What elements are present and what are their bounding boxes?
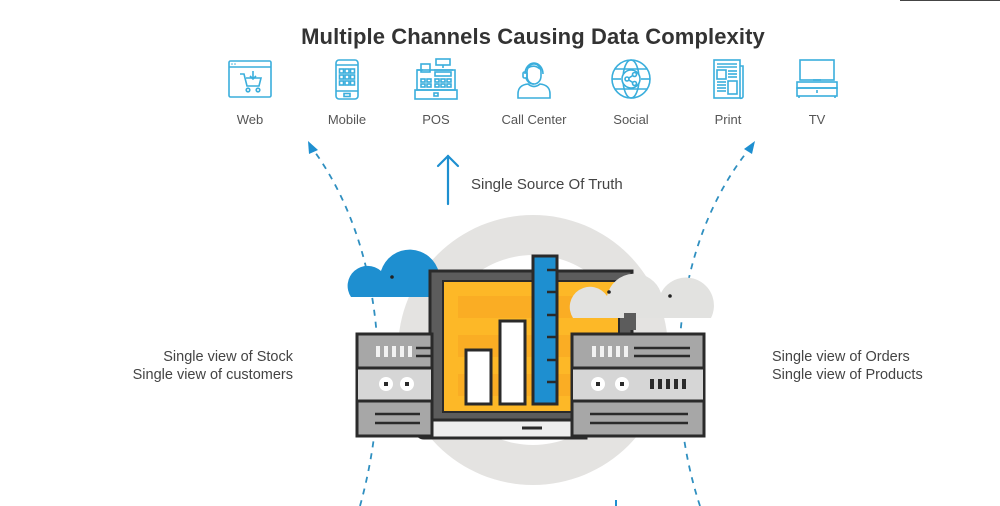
channel-pos: POS [391,58,481,127]
ruler-bar [531,254,559,406]
right-arrowhead [744,141,755,154]
channel-label: Print [714,112,742,127]
blue-cloud [347,249,454,297]
single-source-of-truth-label: Single Source Of Truth [471,176,623,193]
channel-print: Print [683,58,773,127]
mobile-phone-icon [335,59,359,100]
label-products: Single view of Products [772,367,923,383]
gray-cloud [569,273,714,330]
tv-icon [796,59,838,98]
headset-agent-icon [517,62,551,99]
share-globe-icon [611,59,651,99]
up-arrow [436,154,460,206]
web-cart-icon [228,60,272,98]
channel-call-center: Call Center [489,58,579,127]
right-server-rack [570,332,706,438]
left-arrowhead [308,141,318,154]
channel-mobile: Mobile [302,58,392,127]
dashed-arrows [311,147,751,506]
bar-tall [498,319,527,406]
channel-label: Web [236,112,264,127]
left-labels: Single view of Stock Single view of cust… [100,348,293,384]
left-dashed-arrow [311,147,380,506]
label-orders: Single view of Orders [772,349,910,365]
channel-label: Mobile [327,112,367,127]
channel-label: Social [613,112,649,127]
bar-short [464,348,493,406]
channel-label: POS [422,112,450,127]
channel-label: TV [808,112,826,127]
label-stock: Single view of Stock [163,349,293,365]
right-dashed-arrow [677,147,751,506]
channel-label: Call Center [501,112,567,127]
cash-register-icon [414,58,458,100]
right-labels: Single view of Orders Single view of Pro… [772,348,923,384]
channel-social: Social [586,58,676,127]
channel-tv: TV [772,58,862,127]
monitor-bar-chart [464,254,559,406]
channel-web: Web [205,58,295,127]
newspaper-icon [713,59,744,100]
left-server-rack [355,332,434,438]
label-customers: Single view of customers [132,367,293,383]
top-border-line [900,0,1000,1]
page-title: Multiple Channels Causing Data Complexit… [301,24,765,49]
